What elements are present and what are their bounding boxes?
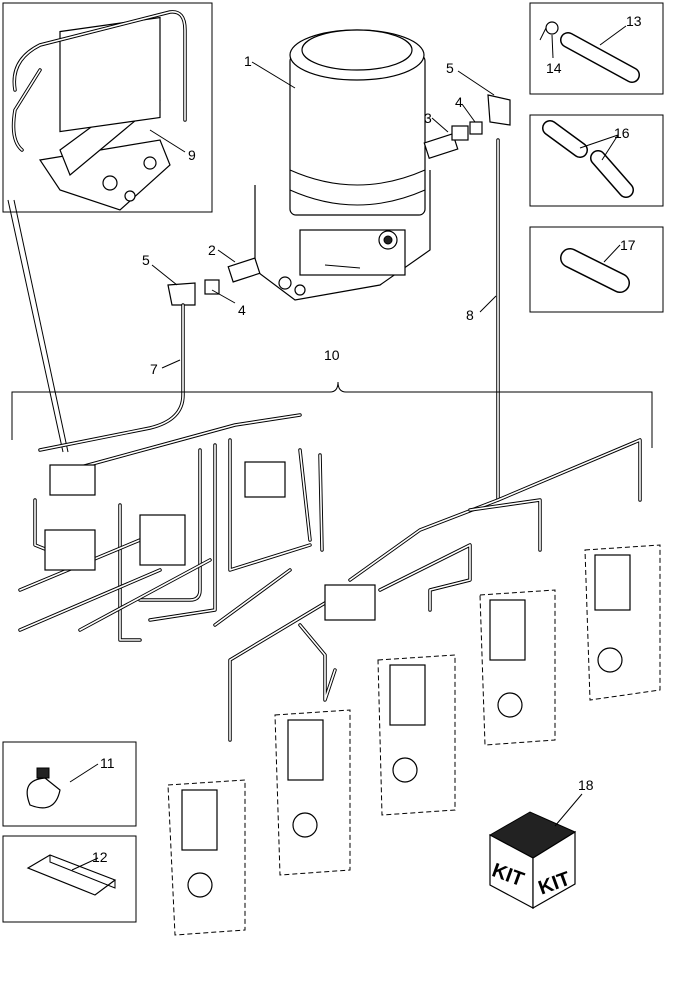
grease-pump-reservoir xyxy=(254,29,431,301)
callout-17: 17 xyxy=(620,237,636,253)
edge-protector xyxy=(26,854,117,896)
callout-14: 14 xyxy=(546,60,562,76)
callout-5-left: 5 xyxy=(142,252,150,268)
detail-leader-line xyxy=(7,199,64,453)
detail-box-distributor-block xyxy=(2,2,213,213)
callout-1: 1 xyxy=(244,53,252,69)
detail-box-split-hose xyxy=(529,114,664,207)
callout-18: 18 xyxy=(578,777,594,793)
detail-box-cable-tie xyxy=(2,741,137,827)
cable-tie xyxy=(26,767,61,809)
split-hose xyxy=(542,120,634,198)
callout-5-right: 5 xyxy=(446,60,454,76)
callout-10: 10 xyxy=(324,347,340,363)
callout-3: 3 xyxy=(424,110,432,126)
callout-9: 9 xyxy=(188,147,196,163)
pump-outlet-fittings xyxy=(167,94,511,306)
detail-box-sleeve xyxy=(529,226,664,313)
callout-4-right: 4 xyxy=(455,94,463,110)
callout-2: 2 xyxy=(208,242,216,258)
protection-hose xyxy=(560,32,640,83)
left-distributor-group xyxy=(18,413,324,642)
distributor-block-detail xyxy=(11,10,187,211)
right-distributor-network xyxy=(167,438,661,936)
callout-12: 12 xyxy=(92,849,108,865)
callout-11: 11 xyxy=(100,755,115,771)
feed-hose-7 xyxy=(38,303,185,452)
group-bracket xyxy=(11,381,653,448)
sleeve xyxy=(560,248,630,293)
detail-leader-line xyxy=(13,199,69,453)
callout-8: 8 xyxy=(466,307,474,323)
kit-box xyxy=(488,811,577,910)
detail-box-hose-clip xyxy=(529,2,664,95)
callout-leaders xyxy=(69,25,627,871)
callout-13: 13 xyxy=(626,13,642,29)
callout-7: 7 xyxy=(150,361,158,377)
detail-box-edge-protector xyxy=(2,835,137,923)
callout-16: 16 xyxy=(614,125,630,141)
hose-clip xyxy=(539,21,559,41)
callout-4-left: 4 xyxy=(238,302,246,318)
